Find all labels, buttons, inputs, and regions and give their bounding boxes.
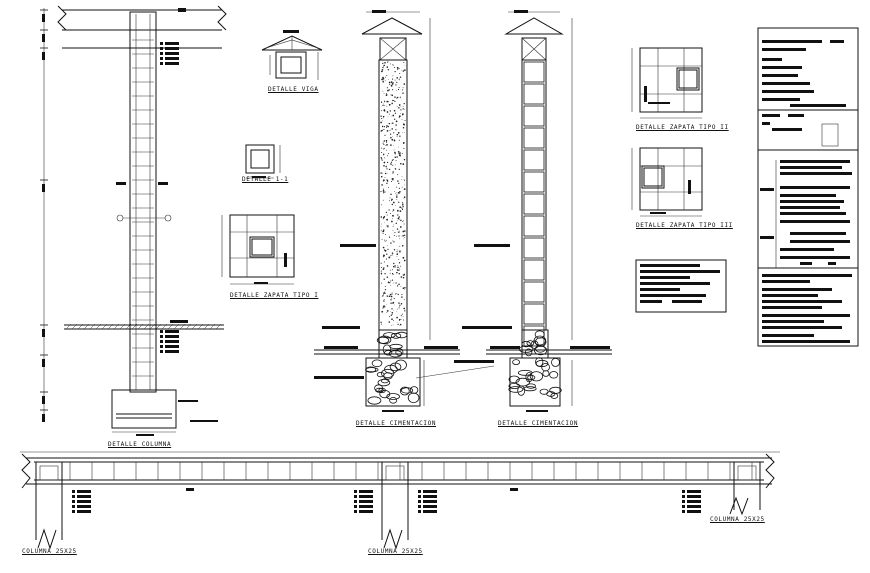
- footing-type-1: [221, 214, 295, 285]
- section-1-1: [245, 144, 281, 179]
- beam-detail: [261, 30, 323, 80]
- label-zapata-tipo-2: DETALLE ZAPATA TIPO II: [636, 124, 729, 131]
- label-detalle-viga: DETALLE VIGA: [268, 86, 319, 93]
- label-columna-mid: COLUMNA 25X25: [368, 548, 423, 555]
- label-zapata-tipo-1: DETALLE ZAPATA TIPO I: [230, 292, 319, 299]
- label-cimentacion-a: DETALLE CIMENTACION: [356, 420, 437, 427]
- label-cimentacion-b: DETALLE CIMENTACION: [498, 420, 579, 427]
- label-zapata-tipo-3: DETALLE ZAPATA TIPO III: [636, 222, 733, 229]
- foundation-detail-a: [314, 10, 495, 412]
- foundation-detail-b: [454, 10, 612, 412]
- bottom-beam-elevation: [20, 451, 780, 550]
- spec-panel: [757, 27, 859, 347]
- footing-type-2: [631, 47, 703, 119]
- label-detalle-1-1: DETALLE 1-1: [242, 176, 289, 183]
- footing-type-3: [631, 147, 703, 217]
- label-columna-left: COLUMNA 25X25: [22, 548, 77, 555]
- notes-box: [635, 259, 727, 313]
- column-detail-elevation: [40, 5, 227, 436]
- label-columna-right: COLUMNA 25X25: [710, 516, 765, 523]
- label-detalle-columna: DETALLE COLUMNA: [108, 441, 172, 448]
